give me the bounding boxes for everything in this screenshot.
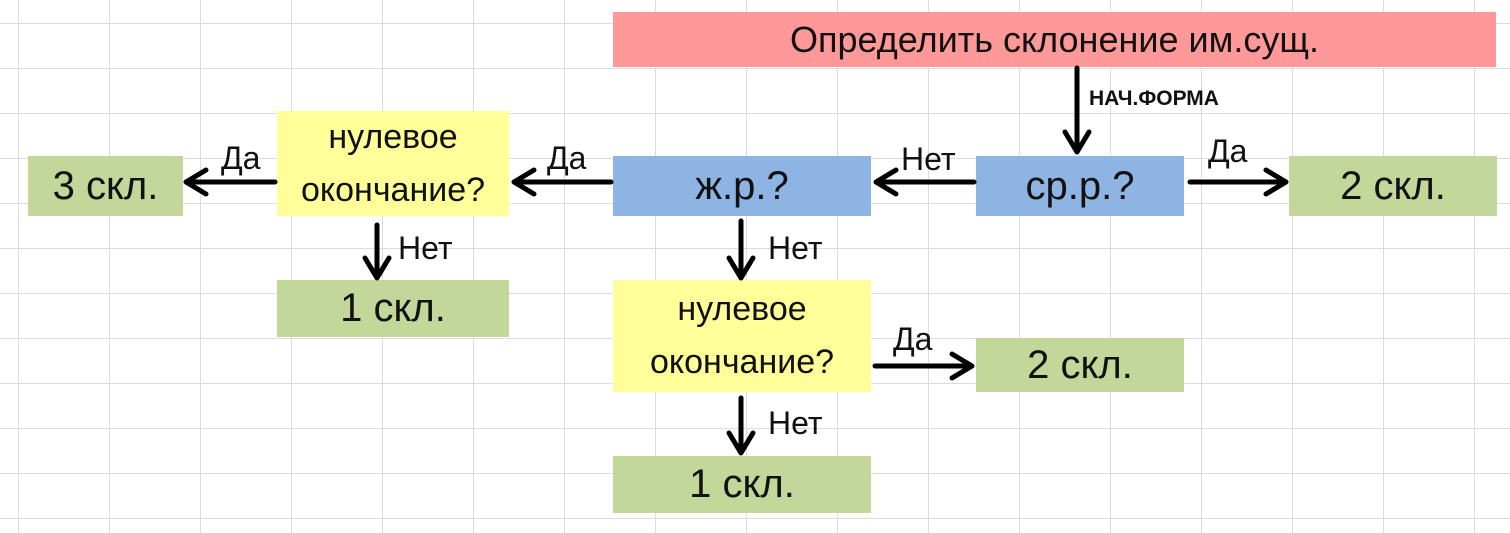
zero-ending-left-box: нулевое окончание? bbox=[277, 111, 509, 216]
arrow-zero-center-yes-head bbox=[949, 351, 975, 381]
start-form-label: НАЧ.ФОРМА bbox=[1089, 87, 1219, 110]
neuter-question-text: ср.р.? bbox=[1025, 163, 1135, 208]
zero-ending-center-box: нулевое окончание? bbox=[613, 280, 871, 392]
edge-label-no-zero-left: Нет bbox=[398, 230, 453, 266]
declension-1-bottom-text: 1 скл. bbox=[689, 462, 795, 506]
title-box: Определить склонение им.сущ. bbox=[613, 12, 1496, 67]
arrow-zero-left-no-head bbox=[362, 255, 392, 281]
zero-ending-left-line2: окончание? bbox=[300, 170, 486, 209]
edge-label-no-neuter: Нет bbox=[901, 141, 956, 177]
arrow-feminine-no-head bbox=[726, 255, 756, 281]
edge-label-no-zero-center: Нет bbox=[768, 405, 823, 441]
feminine-question-box: ж.р.? bbox=[613, 156, 871, 216]
declension-2-center-box: 2 скл. bbox=[976, 338, 1184, 392]
arrow-zero-center-no-head bbox=[726, 430, 756, 456]
declension-2-right-text: 2 скл. bbox=[1340, 163, 1446, 208]
neuter-question-box: ср.р.? bbox=[976, 156, 1184, 216]
edge-label-yes-zero-left: Да bbox=[221, 140, 261, 176]
declension-1-left-box: 1 скл. bbox=[277, 280, 509, 337]
zero-ending-center-line1: нулевое bbox=[677, 290, 807, 329]
title-text: Определить склонение им.сущ. bbox=[790, 18, 1319, 60]
arrow-feminine-yes-head bbox=[511, 167, 537, 197]
declension-2-right-box: 2 скл. bbox=[1289, 156, 1497, 216]
edge-label-yes-neuter: Да bbox=[1208, 133, 1248, 169]
declension-2-center-text: 2 скл. bbox=[1027, 342, 1133, 387]
declension-1-left-text: 1 скл. bbox=[340, 286, 446, 330]
arrow-zero-left-yes-head bbox=[183, 167, 209, 197]
edge-label-yes-feminine: Да bbox=[547, 140, 587, 176]
feminine-question-text: ж.р.? bbox=[695, 163, 789, 208]
edge-label-yes-zero-center: Да bbox=[893, 321, 933, 357]
declension-3-left-box: 3 скл. bbox=[28, 156, 183, 216]
zero-ending-left-line1: нулевое bbox=[328, 117, 458, 156]
zero-ending-center-line2: окончание? bbox=[649, 343, 835, 381]
declension-1-bottom-box: 1 скл. bbox=[613, 456, 871, 513]
arrow-neuter-yes-head bbox=[1263, 167, 1289, 197]
declension-3-left-text: 3 скл. bbox=[52, 163, 159, 208]
arrow-neuter-no-head bbox=[873, 167, 899, 197]
edge-label-no-feminine: Нет bbox=[768, 230, 823, 266]
arrow-start-to-neuter-head bbox=[1062, 129, 1092, 155]
